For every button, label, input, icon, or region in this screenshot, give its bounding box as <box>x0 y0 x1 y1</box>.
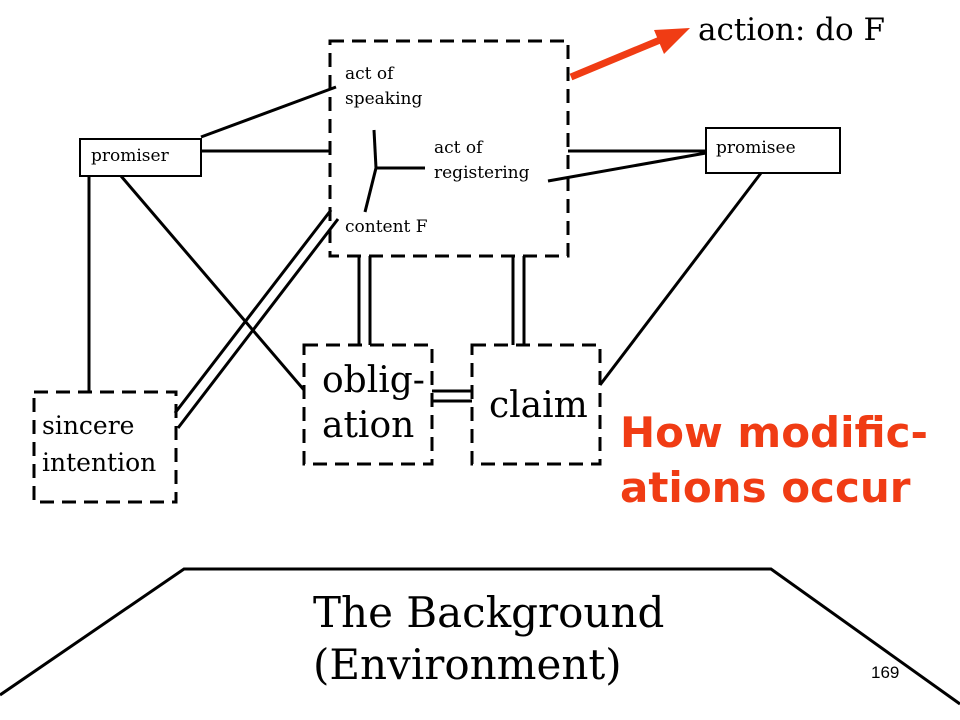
sincere-intention-box <box>32 390 178 504</box>
promiser-to-obligation-line <box>119 175 306 391</box>
obligation-label: oblig- ation <box>322 360 425 446</box>
speech-act-box <box>328 39 570 258</box>
background-label: The Background (Environment) <box>313 588 665 689</box>
action-arrow <box>569 28 690 81</box>
promiser-to-speaking-line <box>200 85 337 139</box>
headline: How modific- ations occur <box>620 408 928 512</box>
content-to-sincere-double-line <box>173 209 340 429</box>
speech-to-claim-double-line <box>511 256 526 345</box>
claim-label: claim <box>489 385 588 426</box>
content-f-label: content F <box>345 217 428 237</box>
page-number: 169 <box>871 663 900 682</box>
claim-box <box>470 343 602 466</box>
act-of-registering-label: act of registering <box>434 138 530 183</box>
act-of-speaking-label: act of speaking <box>345 64 423 109</box>
speech-to-obligation-double-line <box>357 256 372 345</box>
promisee-label: promisee <box>716 138 796 158</box>
obligation-claim-double-line <box>432 389 472 403</box>
tree-branch-content <box>363 167 378 213</box>
promiser-box <box>79 138 202 177</box>
background-trapezoid <box>0 567 960 706</box>
promiser-label: promiser <box>91 146 169 166</box>
sincere-intention-label: sincere intention <box>42 411 157 477</box>
action-label: action: do F <box>698 12 886 48</box>
promisee-to-claim-line <box>598 172 763 386</box>
tree-branch-stem <box>372 129 378 169</box>
obligation-box <box>302 343 434 466</box>
registering-to-promisee-line <box>547 151 707 183</box>
